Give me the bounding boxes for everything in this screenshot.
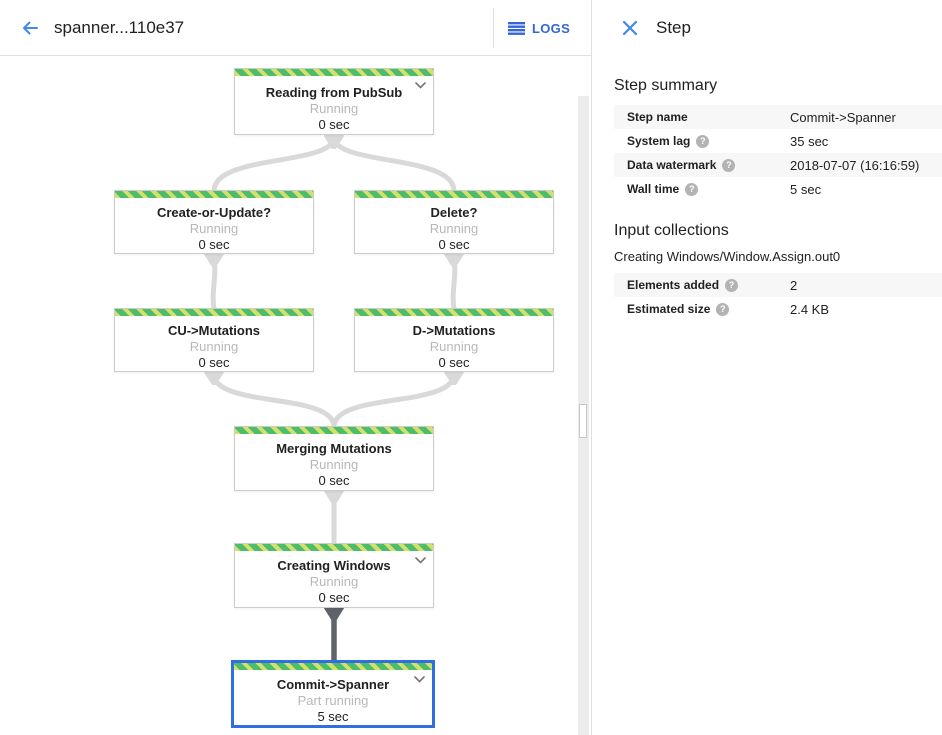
- row-value: 35 sec: [790, 133, 829, 149]
- help-icon[interactable]: ?: [722, 158, 736, 172]
- pipeline-graph-canvas[interactable]: Reading from PubSub Running 0 sec Create…: [0, 56, 591, 735]
- row-label: Elements added: [627, 278, 720, 292]
- graph-node-creating-windows[interactable]: Creating Windows Running 0 sec: [234, 543, 434, 608]
- panel-divider: [591, 0, 592, 735]
- chevron-down-icon[interactable]: [415, 82, 426, 89]
- node-status: Running: [189, 339, 239, 354]
- node-title: Create-or-Update?: [156, 205, 272, 220]
- graph-node-commit-spanner-selected[interactable]: Commit->Spanner Part running 5 sec: [231, 660, 435, 728]
- node-status: Running: [189, 221, 239, 236]
- close-icon: [622, 20, 638, 36]
- running-stripe: [355, 191, 553, 198]
- running-stripe: [234, 663, 432, 670]
- logs-button[interactable]: LOGS: [508, 12, 570, 44]
- node-time: 0 sec: [318, 117, 350, 132]
- row-value: Commit->Spanner: [790, 109, 896, 125]
- graph-node-d-mutations[interactable]: D->Mutations Running 0 sec: [354, 308, 554, 372]
- node-time: 0 sec: [318, 590, 350, 605]
- help-icon[interactable]: ?: [696, 134, 710, 148]
- back-button[interactable]: [14, 12, 46, 44]
- node-status: Running: [429, 221, 479, 236]
- row-value: 2018-07-07 (16:16:59): [790, 157, 920, 173]
- running-stripe: [235, 69, 433, 76]
- graph-edges: [204, 134, 464, 664]
- node-title: CU->Mutations: [167, 323, 261, 338]
- help-icon[interactable]: ?: [725, 278, 739, 292]
- chevron-down-icon[interactable]: [414, 676, 425, 683]
- node-title: Reading from PubSub: [265, 85, 403, 100]
- row-value: 5 sec: [790, 181, 822, 197]
- running-stripe: [235, 544, 433, 551]
- step-summary-table: Step name Commit->Spanner System lag ? 3…: [592, 105, 942, 201]
- arrow-left-icon: [23, 21, 38, 34]
- row-value: 2: [790, 277, 798, 293]
- node-title: Commit->Spanner: [276, 677, 390, 692]
- graph-node-delete[interactable]: Delete? Running 0 sec: [354, 190, 554, 254]
- input-collections-heading: Input collections: [614, 222, 729, 239]
- node-status: Running: [429, 339, 479, 354]
- row-value: 2.4 KB: [790, 301, 830, 317]
- node-title: Creating Windows: [277, 558, 391, 573]
- job-title: spanner...110e37: [54, 17, 185, 37]
- node-time: 0 sec: [438, 237, 470, 252]
- row-label: Wall time: [627, 182, 680, 196]
- logs-button-label: LOGS: [532, 20, 571, 36]
- logs-icon: [508, 21, 525, 35]
- panel-title: Step: [656, 18, 691, 37]
- node-time: 0 sec: [198, 237, 230, 252]
- graph-scrollbar-track[interactable]: [578, 96, 589, 735]
- table-row: Elements added ? 2: [614, 273, 942, 297]
- node-title: D->Mutations: [412, 323, 496, 338]
- graph-node-create-or-update[interactable]: Create-or-Update? Running 0 sec: [114, 190, 314, 254]
- node-status: Running: [309, 457, 359, 472]
- table-row: Estimated size ? 2.4 KB: [614, 297, 942, 321]
- job-header: spanner...110e37 LOGS: [0, 0, 591, 56]
- node-status: Running: [309, 574, 359, 589]
- row-label: Data watermark: [627, 158, 717, 172]
- graph-node-reading-from-pubsub[interactable]: Reading from PubSub Running 0 sec: [234, 68, 434, 135]
- row-label: Estimated size: [627, 302, 711, 316]
- node-status: Running: [309, 101, 359, 116]
- node-status: Part running: [297, 693, 369, 708]
- node-time: 5 sec: [317, 709, 349, 724]
- help-icon[interactable]: ?: [685, 182, 699, 196]
- input-collections-table: Elements added ? 2 Estimated size ? 2.4 …: [592, 273, 942, 321]
- step-summary-heading: Step summary: [614, 77, 718, 94]
- node-title: Merging Mutations: [276, 441, 392, 456]
- table-row: Data watermark ? 2018-07-07 (16:16:59): [614, 153, 942, 177]
- graph-node-merging-mutations[interactable]: Merging Mutations Running 0 sec: [234, 426, 434, 491]
- running-stripe: [355, 309, 553, 316]
- input-collection-name: Creating Windows/Window.Assign.out0: [614, 249, 841, 264]
- help-icon[interactable]: ?: [716, 302, 730, 316]
- running-stripe: [235, 427, 433, 434]
- table-row: Wall time ? 5 sec: [614, 177, 942, 201]
- node-time: 0 sec: [438, 355, 470, 370]
- row-label: Step name: [627, 110, 688, 124]
- step-panel-header: Step: [592, 0, 942, 56]
- graph-node-cu-mutations[interactable]: CU->Mutations Running 0 sec: [114, 308, 314, 372]
- running-stripe: [115, 191, 313, 198]
- node-time: 0 sec: [198, 355, 230, 370]
- table-row: System lag ? 35 sec: [614, 129, 942, 153]
- header-divider: [493, 8, 494, 48]
- close-panel-button[interactable]: [616, 14, 644, 42]
- chevron-down-icon[interactable]: [415, 557, 426, 564]
- node-title: Delete?: [430, 205, 478, 220]
- row-label: System lag: [627, 134, 691, 148]
- node-time: 0 sec: [318, 473, 350, 488]
- running-stripe: [115, 309, 313, 316]
- graph-scrollbar-thumb[interactable]: [579, 404, 587, 438]
- step-details-panel: Step summary Step name Commit->Spanner S…: [592, 56, 942, 735]
- table-row: Step name Commit->Spanner: [614, 105, 942, 129]
